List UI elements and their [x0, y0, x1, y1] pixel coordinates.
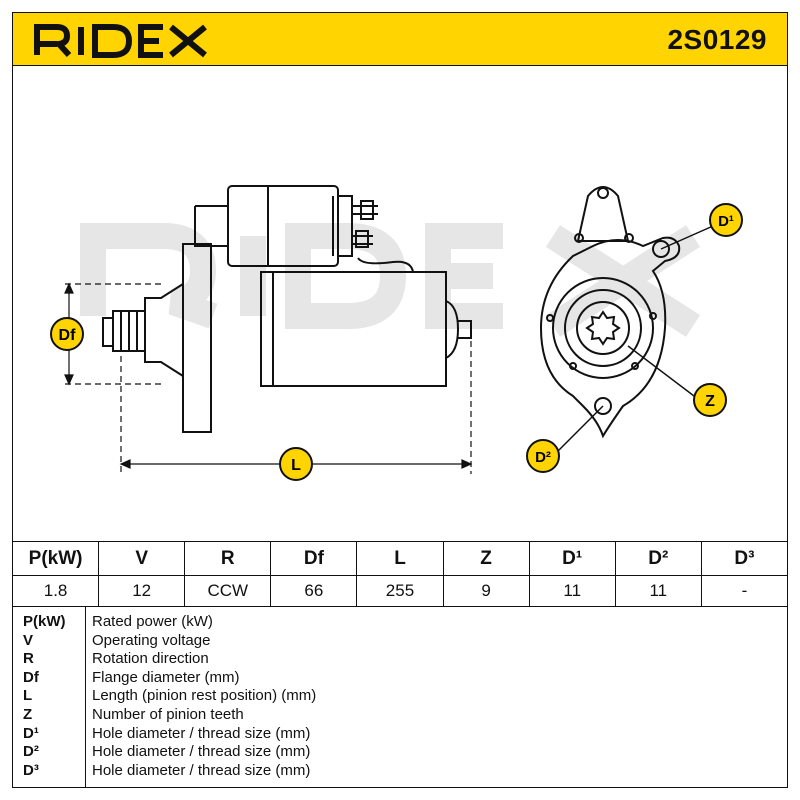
part-number: 2S0129 [667, 24, 767, 55]
legend-row: Z Number of pinion teeth [13, 706, 787, 725]
legend-key: V [23, 631, 34, 649]
legend-key: P(kW) [23, 613, 66, 630]
ridex-logo [34, 24, 207, 58]
spec-value: CCW [184, 575, 272, 607]
spec-value: 9 [442, 575, 530, 607]
front-view [539, 186, 681, 439]
spec-value: 255 [356, 575, 444, 607]
legend-desc: Number of pinion teeth [92, 706, 244, 723]
leader-lines [557, 225, 714, 452]
spec-header: D² [614, 541, 702, 576]
legend-row: Df Flange diameter (mm) [13, 669, 787, 688]
d2-label: D² [535, 449, 551, 466]
legend-key: L [23, 687, 33, 705]
spec-header: P(kW) [11, 541, 100, 576]
d1-label: D¹ [718, 213, 734, 230]
legend-row: P(kW) Rated power (kW) [13, 613, 787, 632]
legend-desc: Rated power (kW) [92, 613, 213, 630]
legend-divider [85, 607, 86, 787]
spec-header: D¹ [528, 541, 616, 576]
starter-motor-drawing: Df L [50, 185, 743, 481]
l-label-badge [279, 447, 313, 481]
d1-label-badge [709, 203, 743, 237]
side-view [102, 185, 472, 433]
legend-desc: Hole diameter / thread size (mm) [92, 761, 311, 779]
spec-header: Df [270, 541, 358, 576]
spec-header: V [98, 541, 186, 576]
spec-table: P(kW) V R Df L Z D¹ D² D³ 1.8 12 CCW 66 … [11, 541, 789, 607]
legend-key: D¹ [23, 724, 39, 742]
legend-row: D³ Hole diameter / thread size (mm) [13, 762, 787, 781]
legend-row: D² Hole diameter / thread size (mm) [13, 743, 787, 762]
legend-desc: Rotation direction [92, 650, 209, 668]
legend-desc: Length (pinion rest position) (mm) [92, 687, 317, 705]
spec-value: 1.8 [11, 575, 100, 607]
drawing-area: Df L [12, 66, 788, 544]
spec-header: R [184, 541, 272, 576]
spec-header: L [356, 541, 444, 576]
spec-value: 66 [270, 575, 358, 607]
legend-desc: Hole diameter / thread size (mm) [92, 724, 311, 742]
legend-key: Z [23, 706, 33, 723]
spec-value: 11 [528, 575, 616, 607]
spec-header: Z [442, 541, 530, 576]
spec-value: 11 [614, 575, 702, 607]
legend-key: Df [23, 668, 39, 686]
legend: P(kW) Rated power (kW) V Operating volta… [12, 606, 788, 788]
spec-table-header-row: P(kW) V R Df L Z D¹ D² D³ [11, 541, 789, 576]
legend-row: L Length (pinion rest position) (mm) [13, 687, 787, 706]
df-label-badge [50, 317, 84, 351]
header-bar: 2S0129 [12, 12, 788, 66]
spec-table-value-row: 1.8 12 CCW 66 255 9 11 11 - [11, 575, 789, 607]
l-label: L [291, 457, 301, 474]
spec-header: D³ [700, 541, 789, 576]
legend-desc: Hole diameter / thread size (mm) [92, 743, 311, 761]
legend-key: D³ [23, 761, 39, 779]
legend-key: R [23, 650, 34, 668]
df-label: Df [59, 327, 77, 344]
spec-value: - [700, 575, 789, 607]
z-label: Z [705, 393, 715, 410]
legend-desc: Operating voltage [92, 631, 211, 649]
legend-row: V Operating voltage [13, 632, 787, 651]
legend-row: D¹ Hole diameter / thread size (mm) [13, 725, 787, 744]
spec-value: 12 [98, 575, 186, 607]
d2-label-badge [526, 439, 560, 473]
legend-row: R Rotation direction [13, 650, 787, 669]
z-label-badge [693, 383, 727, 417]
legend-desc: Flange diameter (mm) [92, 668, 240, 686]
legend-key: D² [23, 743, 39, 761]
